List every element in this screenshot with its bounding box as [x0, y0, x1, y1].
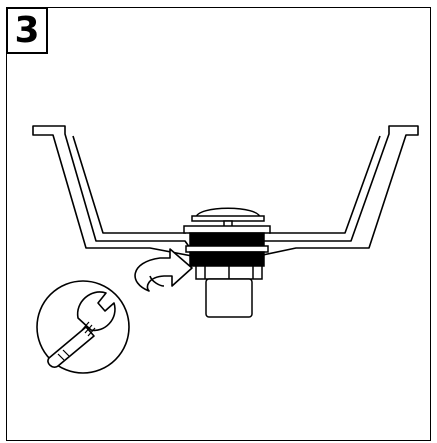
drain-assembly: [183, 207, 271, 318]
wrench-icon: [36, 280, 130, 374]
step-frame: [6, 7, 431, 441]
rotate-arrow-icon: [134, 248, 193, 292]
sink-basin: [32, 125, 419, 257]
step-number-box: 3: [6, 7, 48, 54]
step-number: 3: [14, 9, 40, 51]
